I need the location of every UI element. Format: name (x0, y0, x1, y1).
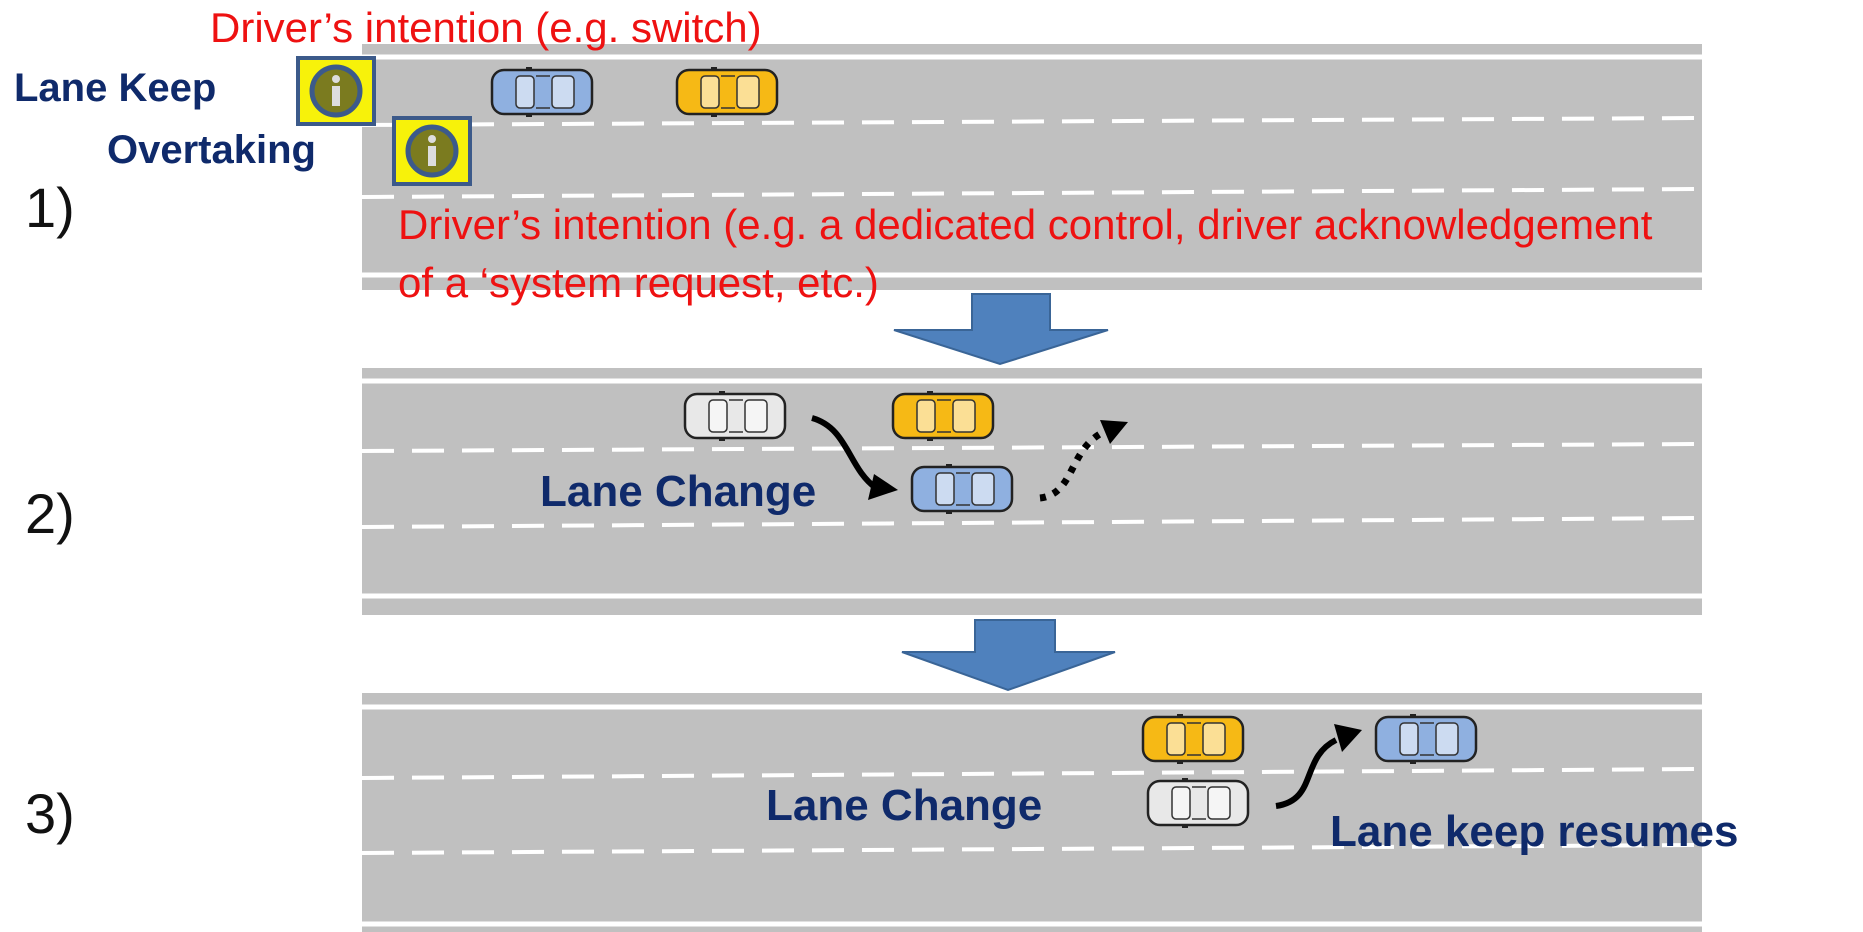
step-number-2: 2) (25, 482, 75, 545)
road-scene-3 (362, 693, 1702, 932)
driver-intention-control-note-line1: Driver’s intention (e.g. a dedicated con… (398, 201, 1653, 248)
arrow-head (868, 474, 898, 500)
driver-intention-control-note-line2: of a ‘system request, etc.) (398, 259, 879, 306)
lane-keep-resumes-label: Lane keep resumes (1330, 807, 1739, 856)
lane-divider (361, 442, 1703, 453)
lane-keep-label: Lane Keep (14, 66, 217, 110)
lane-keep-info-badge (296, 56, 376, 126)
yellow-car-icon (1141, 712, 1245, 766)
information-icon (405, 124, 459, 178)
overtaking-info-badge (392, 116, 472, 186)
blue-car-icon (910, 462, 1014, 516)
step-number-3: 3) (25, 782, 75, 845)
lane-divider (361, 116, 1703, 127)
lane-return-arrow (1275, 737, 1338, 809)
road-scene-2 (362, 368, 1702, 615)
lane-divider (361, 187, 1703, 199)
lane-divider (361, 516, 1703, 529)
lane-change-arrow (811, 415, 878, 491)
arrow-head (1334, 724, 1362, 752)
blue-car-icon (490, 65, 594, 119)
driver-intention-switch-note: Driver’s intention (e.g. switch) (210, 4, 762, 51)
arrow-head (1100, 420, 1128, 444)
lane-change-label-scene-3: Lane Change (766, 781, 1043, 830)
overtaking-label: Overtaking (107, 128, 316, 172)
future-path-arrow (1039, 426, 1110, 502)
down-arrow-icon (901, 619, 1116, 692)
blue-car-icon (1374, 712, 1478, 766)
ghost-car-icon (683, 389, 787, 443)
yellow-car-icon (675, 65, 779, 119)
down-arrow-icon (893, 293, 1109, 366)
information-icon (309, 64, 363, 118)
lane-change-label-scene-2: Lane Change (540, 467, 817, 516)
lane-divider (361, 767, 1703, 780)
lane-divider (361, 843, 1703, 855)
step-number-1: 1) (25, 176, 75, 239)
yellow-car-icon (891, 389, 995, 443)
ghost-car-icon (1146, 776, 1250, 830)
